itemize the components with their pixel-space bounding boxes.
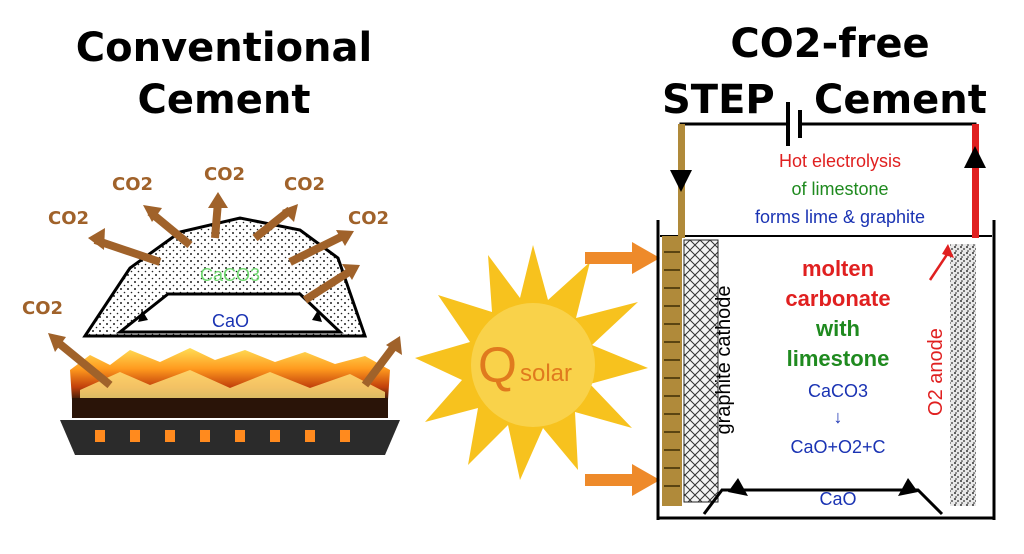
battery-icon (786, 102, 802, 146)
o2-anode-label: O2 anode (925, 328, 947, 416)
graphite-cathode-label: graphite cathode (713, 285, 735, 435)
co2-arrows (52, 201, 399, 389)
co2-label: CO2 (22, 298, 64, 319)
sun-graphic (415, 245, 648, 480)
cement-title: Cement (814, 77, 987, 123)
caco3-reactant-label: CaCO3 (807, 381, 869, 401)
co2-arrowheads (48, 192, 402, 355)
cao-product-outline (702, 488, 944, 516)
of-limestone-label: of limestone (791, 179, 889, 199)
anode-lead (972, 124, 979, 238)
current-down-arrow-icon (670, 170, 692, 192)
step-title: STEP (662, 77, 775, 123)
electrolysis-cell (656, 220, 996, 520)
products-label: CaO+O2+C (790, 437, 886, 457)
solar-label: solar (520, 360, 573, 387)
hot-electrolysis-label: Hot electrolysis (778, 151, 902, 171)
limestone-label: limestone (786, 346, 890, 371)
molten-label: molten (801, 256, 875, 281)
with-label: with (816, 316, 860, 341)
current-up-arrow-icon (964, 146, 986, 168)
cao-core (115, 292, 344, 334)
carbonate-label: carbonate (785, 286, 891, 311)
co2-label: CO2 (284, 174, 326, 195)
reaction-arrow-icon: ↓ (833, 407, 843, 427)
forms-lime-label: forms lime & graphite (754, 207, 926, 227)
cathode-rod (662, 236, 682, 506)
co2-label: CO2 (112, 174, 154, 195)
co2-label: CO2 (204, 164, 246, 185)
q-label: Q (478, 337, 517, 393)
caco3-label: CaCO3 (200, 265, 261, 285)
anode-electrode (950, 244, 976, 506)
conventional-cement-title: Cement (137, 77, 311, 123)
fire-grate (60, 420, 400, 455)
co2-label: CO2 (48, 208, 90, 229)
co2-label: CO2 (348, 208, 390, 229)
graphite-deposit (683, 239, 719, 503)
co2-free-title: CO2-free (730, 21, 930, 67)
cao-label: CaO (212, 311, 250, 331)
cao-product-label: CaO (819, 489, 857, 509)
solar-heat-arrows (585, 242, 660, 496)
conventional-title: Conventional (75, 25, 373, 71)
fire-bed (70, 348, 390, 418)
